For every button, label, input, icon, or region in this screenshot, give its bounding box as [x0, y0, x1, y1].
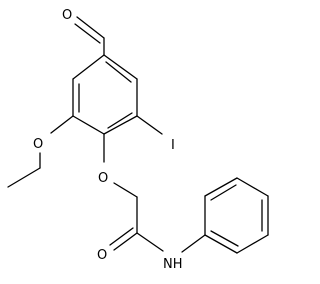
aldehyde-group — [74, 16, 105, 56]
ring2-bond-b — [204, 177, 238, 197]
structure-canvas: O O I O — [7, 8, 269, 272]
ring1-double-2 — [107, 112, 133, 129]
ring2-bond-e — [236, 234, 269, 254]
atom-ether-o: O — [33, 137, 43, 152]
bond-carbonyl-o-1 — [113, 232, 138, 251]
chemical-structure-diagram: O O I O — [7, 8, 269, 272]
ring1-bond-c — [72, 115, 105, 135]
bond-phenoxy-o-ch2 — [113, 182, 138, 198]
atom-carbonyl-o: O — [97, 248, 107, 263]
ring1-bond-f — [103, 54, 138, 80]
amide-group — [109, 227, 206, 253]
ethoxy-group — [7, 115, 74, 188]
bond-ring-iodine — [136, 115, 163, 135]
ring2-bond-c — [236, 177, 269, 197]
atom-iodine: I — [171, 138, 175, 153]
bond-ch2-ch3 — [7, 167, 41, 188]
benzene-ring-1 — [72, 54, 138, 135]
ring2-double-3 — [210, 230, 239, 247]
ring2-double-1 — [210, 184, 237, 201]
bond-cho-o-1 — [76, 16, 105, 39]
ring1-double-3 — [105, 61, 132, 83]
ring1-bond-a — [72, 54, 105, 80]
ring1-bond-d — [103, 115, 138, 135]
phenyl-ring — [204, 177, 269, 254]
bond-ring-ether-o — [50, 115, 74, 134]
ring2-bond-f — [204, 234, 238, 254]
bond-carbonyl-o-2 — [109, 227, 134, 246]
bond-n-phenyl — [181, 234, 206, 253]
atom-aldehyde-o: O — [62, 8, 72, 23]
bond-carbonyl-c-n — [136, 232, 164, 252]
bond-cho-o-2 — [74, 23, 101, 44]
phenoxy-linker — [103, 133, 138, 234]
atom-phenoxy-o: O — [98, 171, 108, 186]
atom-amide-nh: NH — [163, 257, 183, 272]
